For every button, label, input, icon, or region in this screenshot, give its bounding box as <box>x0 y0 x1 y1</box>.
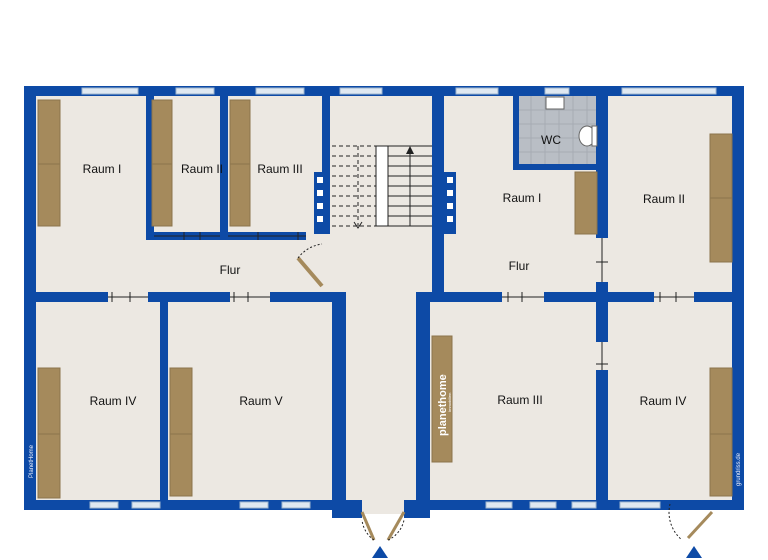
left-edge-brand: PlanetHome <box>29 444 35 478</box>
room-label-left-raum-5: Raum V <box>239 394 282 408</box>
wc-fixtures <box>545 96 598 147</box>
room-label-left-raum-3: Raum III <box>257 162 302 176</box>
room-label-right-wc: WC <box>541 133 561 147</box>
doors <box>108 232 714 541</box>
room-label-left-flur: Flur <box>220 263 241 277</box>
room-label-right-raum-3: Raum III <box>497 393 542 407</box>
entrance-corridor <box>340 292 420 514</box>
room-label-right-flur: Flur <box>509 259 530 273</box>
side-entrance-arrow-icon <box>686 546 702 558</box>
staircase <box>315 145 455 229</box>
room-label-right-raum-4: Raum IV <box>640 394 687 408</box>
room-label-left-raum-2: Raum II <box>181 162 223 176</box>
room-label-right-raum-1: Raum I <box>503 191 542 205</box>
room-label-left-raum-1: Raum I <box>83 162 122 176</box>
right-edge-brand: grundriss.de <box>736 452 742 486</box>
entrance-arrow-icon <box>372 546 388 558</box>
windows <box>81 87 717 509</box>
planethome-logo-subtitle: Immobilien <box>447 393 452 412</box>
planethome-logo: planethome <box>437 374 449 436</box>
room-label-left-raum-4: Raum IV <box>90 394 137 408</box>
wardrobes <box>37 99 733 499</box>
room-label-right-raum-2: Raum II <box>643 192 685 206</box>
